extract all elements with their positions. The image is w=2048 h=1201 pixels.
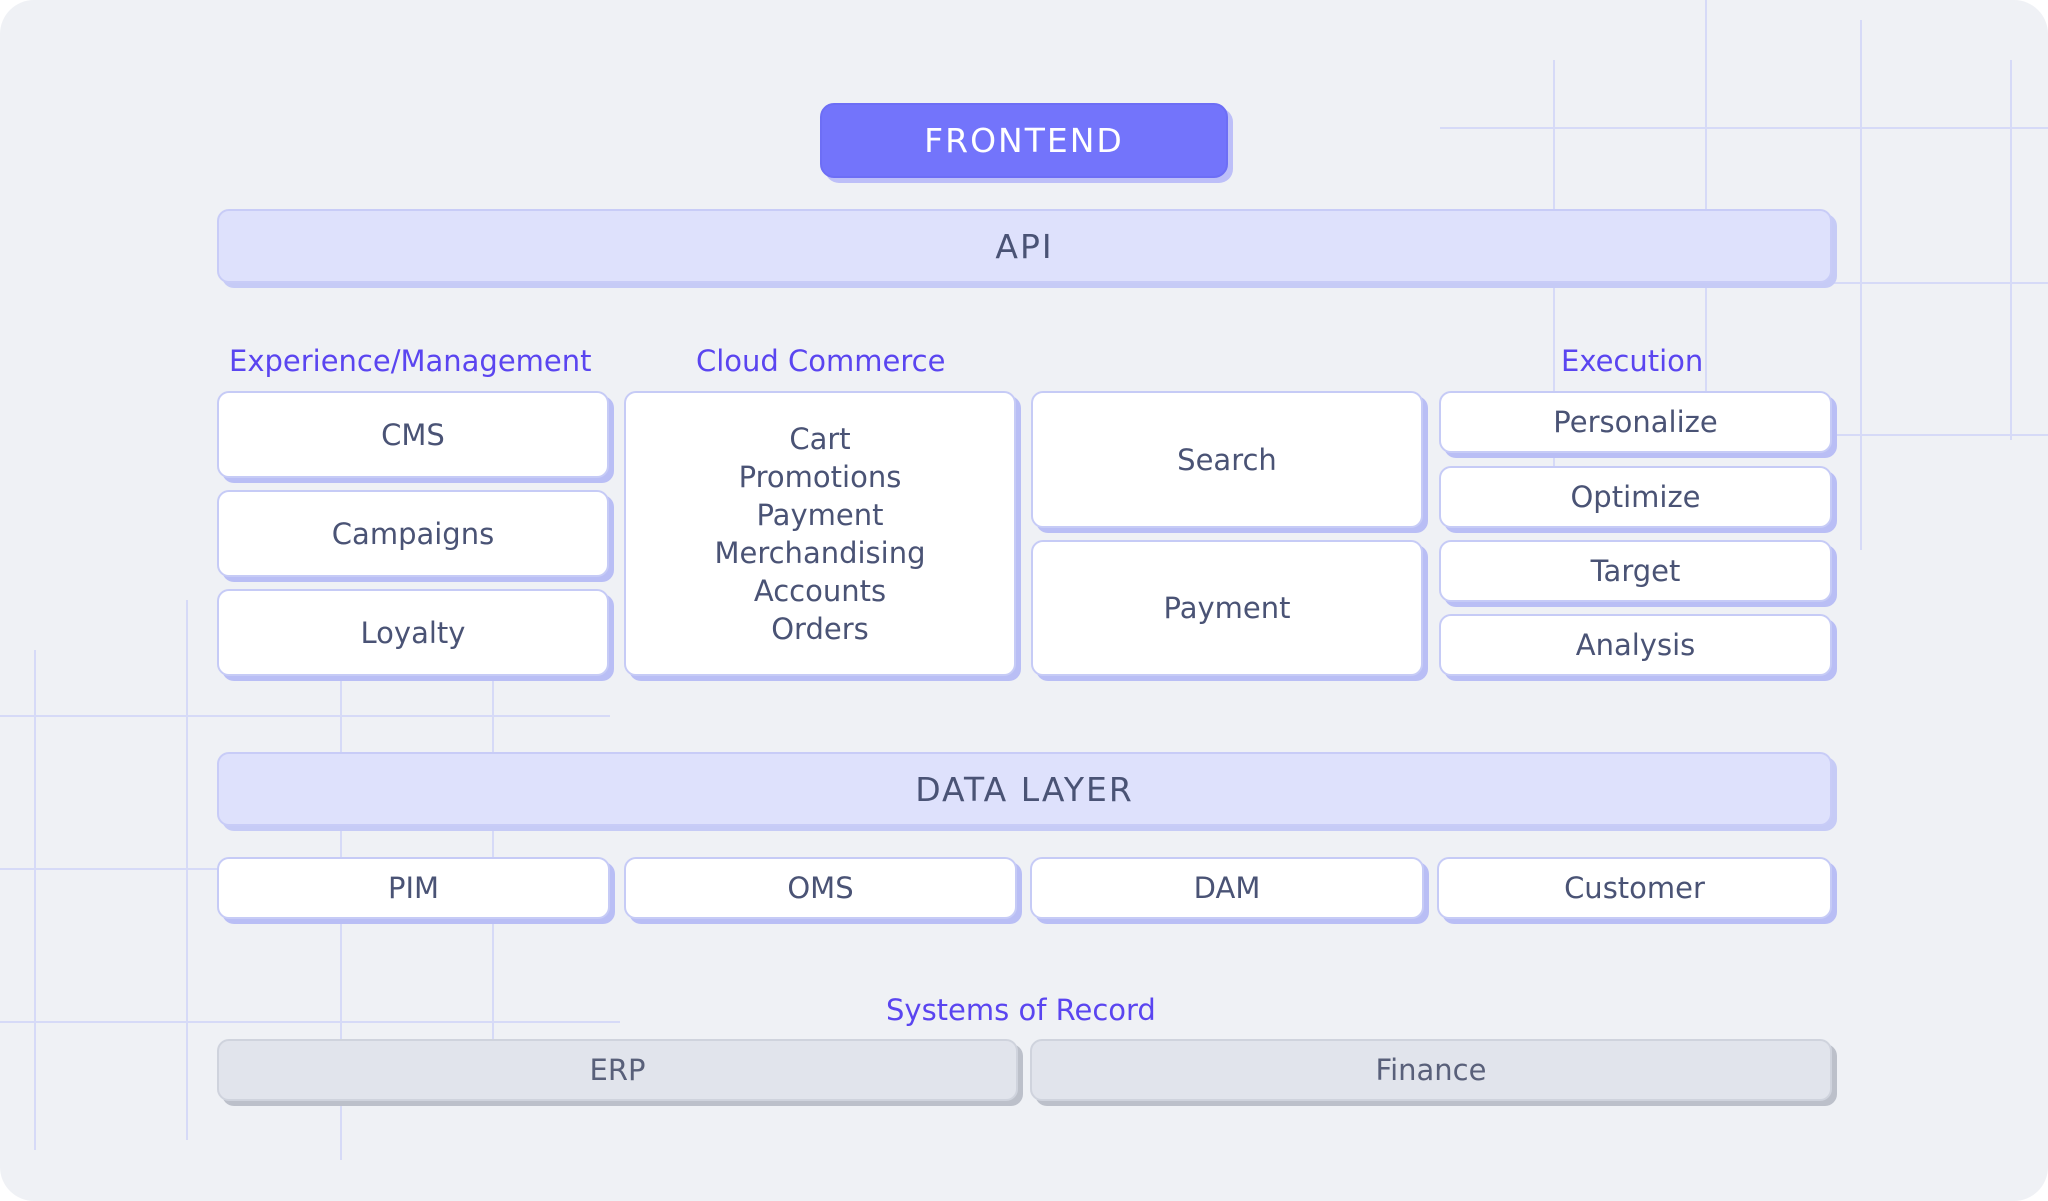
list-item: Merchandising [714,535,926,570]
section-label-systems-of-record: Systems of Record [886,993,1156,1027]
customer-label: Customer [1564,871,1705,905]
personalize-box[interactable]: Personalize [1439,391,1832,453]
grid-line [0,1021,620,1023]
api-label: API [995,226,1054,266]
target-label: Target [1590,554,1681,588]
grid-line [186,600,188,1140]
customer-box[interactable]: Customer [1437,857,1832,919]
section-label-execution: Execution [1561,344,1704,378]
cms-box[interactable]: CMS [217,391,609,478]
search-label: Search [1177,442,1277,477]
personalize-label: Personalize [1553,405,1718,439]
payment-label: Payment [1163,591,1291,625]
loyalty-label: Loyalty [360,615,466,650]
grid-line [1440,127,2048,129]
list-item: Cart [789,421,851,456]
optimize-box[interactable]: Optimize [1439,466,1832,528]
optimize-label: Optimize [1570,480,1701,514]
grid-line [340,680,342,1160]
grid-line [34,650,36,1150]
grid-line [2010,60,2012,440]
section-label-experience: Experience/Management [229,344,592,378]
grid-line [0,715,610,717]
finance-box[interactable]: Finance [1030,1039,1832,1101]
list-item: Orders [771,611,869,646]
payment-box[interactable]: Payment [1031,540,1423,676]
erp-label: ERP [589,1053,646,1087]
api-layer[interactable]: API [217,209,1832,283]
list-item: Accounts [753,573,887,608]
campaigns-label: Campaigns [331,516,495,551]
search-box[interactable]: Search [1031,391,1423,528]
target-box[interactable]: Target [1439,540,1832,602]
loyalty-box[interactable]: Loyalty [217,589,609,676]
grid-line [1860,20,1862,550]
oms-box[interactable]: OMS [624,857,1017,919]
pim-label: PIM [387,871,440,905]
analysis-label: Analysis [1575,628,1696,662]
erp-box[interactable]: ERP [217,1039,1018,1101]
list-item: Payment [756,497,884,532]
dam-box[interactable]: DAM [1030,857,1424,919]
commerce-services-box[interactable]: Cart Promotions Payment Merchandising Ac… [624,391,1016,676]
section-label-cloud-commerce: Cloud Commerce [696,344,946,378]
finance-label: Finance [1375,1053,1487,1087]
pim-box[interactable]: PIM [217,857,610,919]
frontend-label: FRONTEND [924,121,1124,160]
commerce-services-list: Cart Promotions Payment Merchandising Ac… [714,420,925,648]
oms-label: OMS [787,871,854,905]
data-layer[interactable]: DATA LAYER [217,752,1832,826]
list-item: Promotions [738,459,902,494]
campaigns-box[interactable]: Campaigns [217,490,609,577]
data-layer-label: DATA LAYER [915,769,1134,809]
grid-line [1520,282,2048,284]
dam-label: DAM [1193,871,1261,905]
cms-label: CMS [381,417,445,452]
frontend-block[interactable]: FRONTEND [820,103,1228,178]
analysis-box[interactable]: Analysis [1439,614,1832,676]
